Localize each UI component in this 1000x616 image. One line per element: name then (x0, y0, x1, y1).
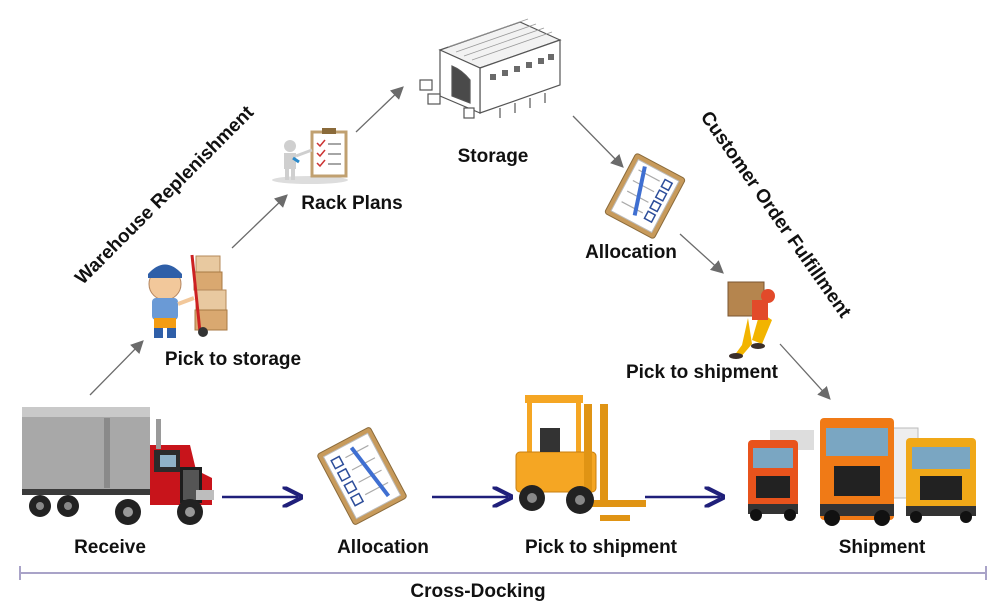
label-receive: Receive (74, 537, 146, 558)
checklist-clipboard-icon (317, 427, 407, 525)
arrow-storage-to-allocation (572, 115, 624, 168)
arrow-allocation-to-pick-shipment (679, 233, 724, 274)
checklist-clipboard-icon (604, 153, 686, 239)
label-allocation-bottom: Allocation (337, 537, 429, 558)
arrow-pick-storage-to-rack (231, 194, 288, 249)
forklift-icon (515, 395, 646, 521)
label-storage: Storage (457, 146, 529, 167)
arrow-rack-to-storage (355, 86, 404, 133)
truck-fleet-icon (748, 418, 976, 526)
warehouse-icon (419, 18, 562, 119)
fulfillment-arrows (572, 115, 831, 400)
label-pick-to-shipment-bottom: Pick to shipment (524, 537, 678, 558)
arrow-pick-shipment-to-shipment (779, 343, 831, 400)
worker-with-handtruck-icon (148, 254, 228, 338)
label-pick-to-shipment-top: Pick to shipment (625, 362, 779, 383)
truck-icon (22, 407, 214, 525)
arrow-receive-to-pick-storage (89, 340, 144, 396)
flow-label-cross-docking: Cross-Docking (410, 581, 546, 602)
clipboard-presenter-icon (272, 128, 348, 184)
label-pick-to-storage: Pick to storage (164, 349, 302, 370)
replenishment-arrows (89, 86, 404, 396)
cross-dock-bracket (19, 566, 987, 580)
label-allocation-top: Allocation (585, 242, 677, 263)
person-carrying-box-icon (727, 281, 775, 359)
label-rack-plans: Rack Plans (301, 193, 403, 214)
label-shipment: Shipment (838, 537, 926, 558)
